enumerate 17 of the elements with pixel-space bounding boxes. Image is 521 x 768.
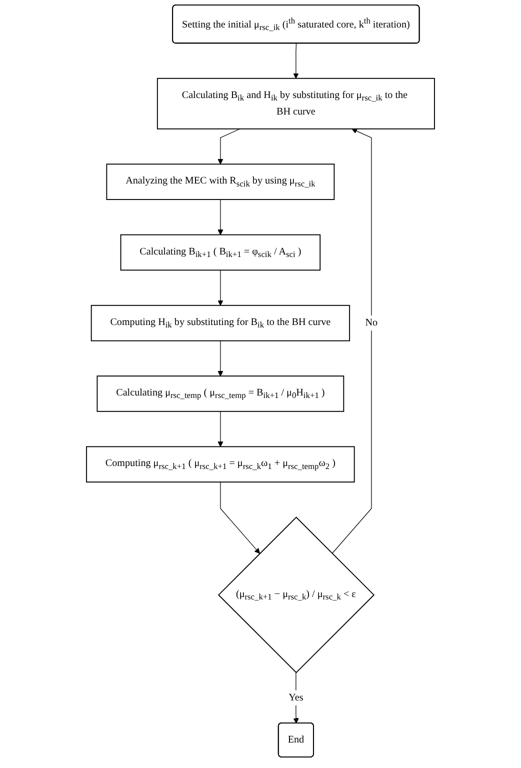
node-diamond: (μ$_{rsc_k+1}$ − μ$_{rsc_k}$) / μ$_{rsc_k}$ < ε bbox=[218, 516, 375, 674]
arrow bbox=[220, 482, 260, 554]
node-box: Analyzing the MEC with R$_{scik}$ by using μ$_{rsc_ik}$ bbox=[106, 164, 335, 200]
arrow bbox=[218, 340, 224, 376]
edge-label: No bbox=[365, 317, 378, 328]
node-box: Computing μ$_{rsc_k+1}$ ( μ$_{rsc_k+1}$ = μ$_{rsc_k}$ω$_{1}$ + μ$_{rsc_temp}$ω$_{2}$ ) bbox=[86, 446, 355, 483]
arrow bbox=[293, 43, 299, 79]
node-box: Calculating B$_{ik+1}$ ( B$_{ik+1}$ = φ$_{scik}$ / A$_{sci}$ ) bbox=[120, 234, 321, 271]
arrow bbox=[218, 199, 224, 236]
node-box: Computing H$_{ik}$ by substituting for B$_{ik}$ to the BH curve bbox=[90, 304, 350, 342]
node-box: Calculating B$_{ik}$ and H$_{ik}$ by substituting for μ$_{rsc_ik}$ to the BH curve bbox=[156, 78, 435, 130]
edge-label: Yes bbox=[288, 692, 304, 703]
arrow bbox=[332, 128, 372, 554]
arrow bbox=[218, 270, 224, 306]
arrow bbox=[218, 128, 240, 164]
node-box: Calculating μ$_{rsc_temp}$ ( μ$_{rsc_temp}$ = B$_{ik+1}$ / μ$_{0}$H$_{ik+1}$ ) bbox=[96, 376, 344, 412]
arrow bbox=[218, 411, 224, 447]
